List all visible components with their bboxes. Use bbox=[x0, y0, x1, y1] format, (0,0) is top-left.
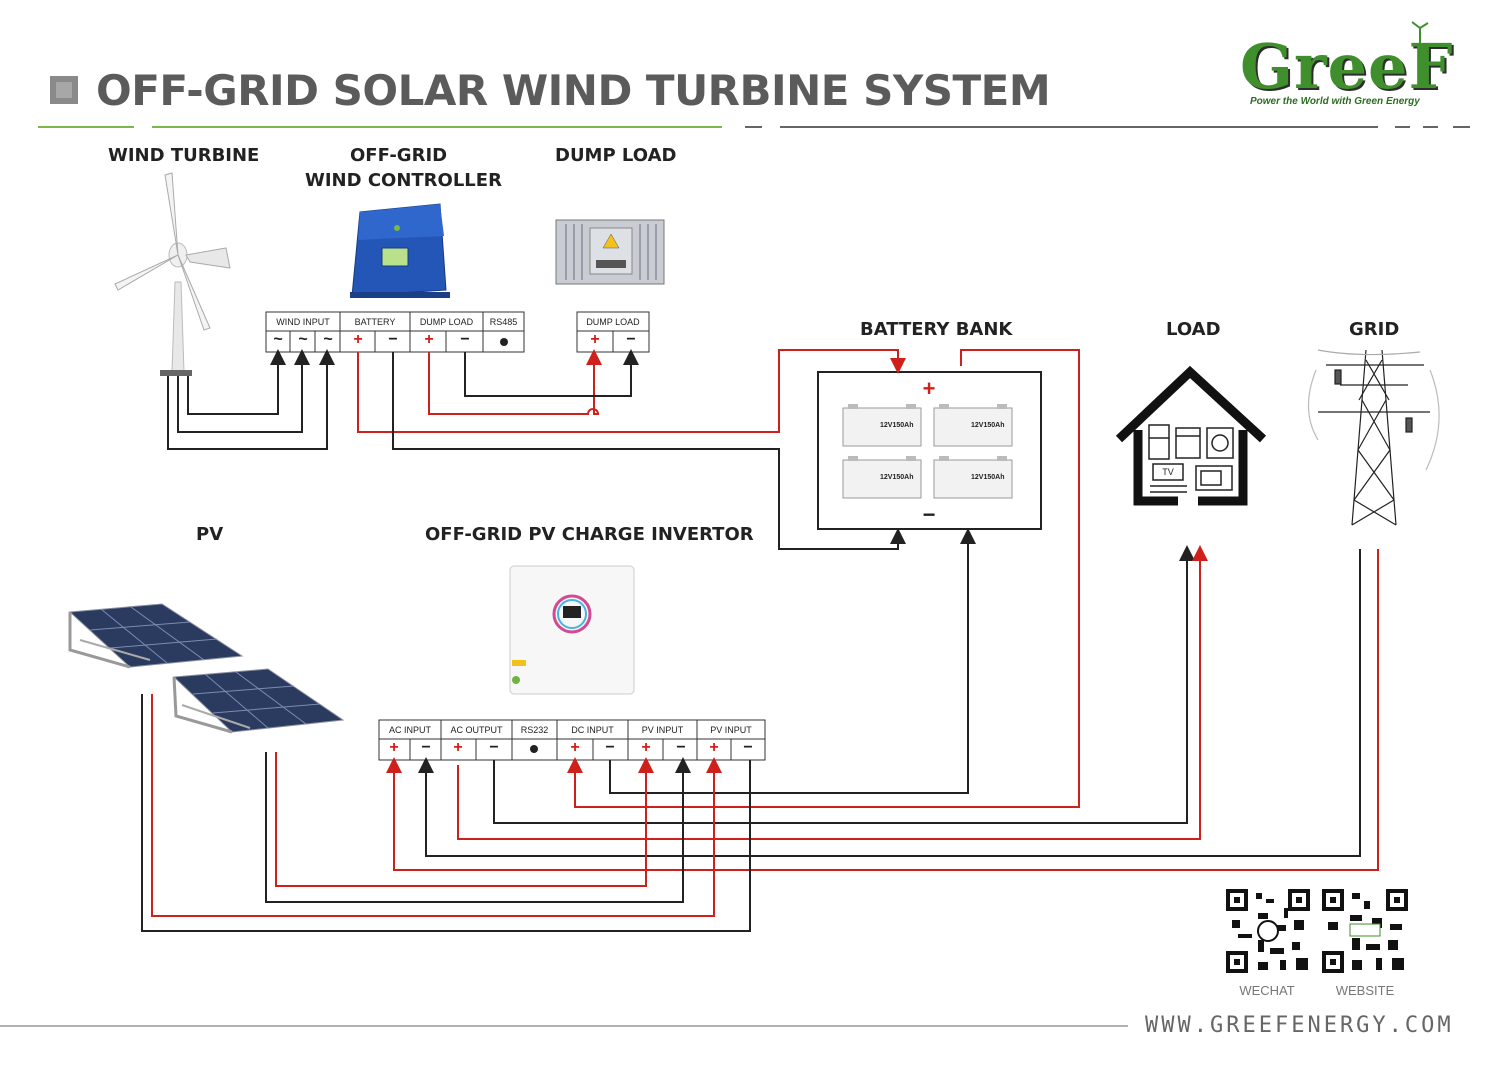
terminal-ac-input: AC INPUT bbox=[388, 725, 431, 735]
terminal-ac-output: AC OUTPUT bbox=[450, 725, 503, 735]
wind-input-ac-3: ~ bbox=[323, 331, 333, 348]
footer-website-link[interactable]: WWW.GREEFENERGY.COM bbox=[1145, 1013, 1454, 1038]
controller-terminal-block bbox=[265, 311, 650, 353]
terminal-rs485: RS485 bbox=[489, 317, 518, 327]
wechat-qr-code bbox=[1226, 889, 1310, 973]
wind-wiring bbox=[167, 349, 906, 550]
wind-turbine-illustration bbox=[114, 172, 231, 376]
battery-minus-sign: − bbox=[388, 331, 398, 348]
battery-units bbox=[842, 404, 1013, 499]
pv-panel-2 bbox=[172, 668, 345, 734]
ac-input-plus-sign: + bbox=[389, 739, 399, 756]
dump-load-terminal: DUMP LOAD bbox=[586, 317, 640, 327]
terminal-battery: BATTERY bbox=[354, 317, 396, 327]
logo-turbine-icon bbox=[1411, 21, 1429, 48]
terminal-pv-input-2: PV INPUT bbox=[710, 725, 752, 735]
load-label: LOAD bbox=[1166, 319, 1221, 340]
pv-panel-1 bbox=[68, 603, 244, 669]
dc-input-plus-sign: + bbox=[570, 739, 580, 756]
pv-label: PV bbox=[196, 524, 224, 545]
pv-invertor-label: OFF-GRID PV CHARGE INVERTOR bbox=[425, 524, 754, 545]
battery-unit-label: 12V150Ah bbox=[880, 474, 914, 481]
battery-bank-minus-sign: − bbox=[922, 502, 936, 527]
battery-bank-frame bbox=[817, 371, 1042, 530]
pv-invertor-illustration bbox=[509, 565, 635, 695]
battery-unit-label: 12V150Ah bbox=[971, 422, 1005, 429]
wechat-qr-label: WECHAT bbox=[1239, 983, 1295, 998]
dc-input-minus-sign: − bbox=[605, 739, 615, 756]
appliances-icon bbox=[1148, 424, 1234, 493]
dump-load-illustration bbox=[555, 219, 665, 285]
pv-input-1-plus-sign: + bbox=[641, 739, 651, 756]
battery-unit-label: 12V150Ah bbox=[880, 422, 914, 429]
tv-icon-label: TV bbox=[1162, 467, 1174, 477]
grid-pylon-icon bbox=[1307, 349, 1440, 526]
house-load-icon bbox=[1115, 365, 1267, 506]
pv-wiring bbox=[141, 694, 751, 932]
terminal-dump-load: DUMP LOAD bbox=[419, 317, 474, 327]
dump-load-label: DUMP LOAD bbox=[555, 145, 677, 166]
pv-input-1-minus-sign: − bbox=[676, 739, 686, 756]
wind-controller-label-line2: WIND CONTROLLER bbox=[305, 170, 502, 191]
ac-output-plus-sign: + bbox=[453, 739, 463, 756]
ac-output-minus-sign: − bbox=[489, 739, 499, 756]
dump-load-minus-sign: − bbox=[460, 331, 470, 348]
battery-to-invertor-wiring bbox=[567, 349, 1080, 808]
pv-input-2-plus-sign: + bbox=[709, 739, 719, 756]
wind-input-ac-1: ~ bbox=[273, 331, 283, 348]
dump-load-box-plus-sign: + bbox=[590, 331, 600, 348]
brand-slogan: Power the World with Green Energy bbox=[1250, 96, 1420, 107]
wind-turbine-label: WIND TURBINE bbox=[108, 145, 260, 166]
terminal-wind-input: WIND INPUT bbox=[276, 317, 330, 327]
battery-bank-label: BATTERY BANK bbox=[860, 319, 1013, 340]
terminal-pv-input-1: PV INPUT bbox=[641, 725, 684, 735]
terminal-dc-input: DC INPUT bbox=[571, 725, 614, 735]
website-qr-label: WEBSITE bbox=[1335, 983, 1395, 998]
wind-controller-label-line1: OFF-GRID bbox=[350, 145, 448, 166]
website-qr-code bbox=[1322, 889, 1408, 973]
battery-bank-plus-sign: + bbox=[922, 376, 936, 401]
dump-load-plus-sign: + bbox=[424, 331, 434, 348]
grid-wiring bbox=[386, 549, 1379, 871]
battery-unit-label: 12V150Ah bbox=[971, 474, 1005, 481]
rs485-terminal-dot bbox=[500, 338, 508, 346]
grid-label: GRID bbox=[1349, 319, 1400, 340]
terminal-rs232: RS232 bbox=[520, 725, 549, 735]
title-marker-icon bbox=[50, 76, 78, 104]
wind-controller-illustration bbox=[350, 203, 450, 298]
ac-input-minus-sign: − bbox=[421, 739, 431, 756]
wind-input-ac-2: ~ bbox=[298, 331, 308, 348]
page-title: OFF-GRID SOLAR WIND TURBINE SYSTEM bbox=[96, 66, 1051, 115]
battery-plus-sign: + bbox=[353, 331, 363, 348]
dump-load-box-minus-sign: − bbox=[626, 331, 636, 348]
load-wiring bbox=[457, 545, 1208, 840]
pv-input-2-minus-sign: − bbox=[743, 739, 753, 756]
rs232-terminal-dot bbox=[530, 745, 538, 753]
brand-logo: GreeF bbox=[1240, 30, 1454, 103]
